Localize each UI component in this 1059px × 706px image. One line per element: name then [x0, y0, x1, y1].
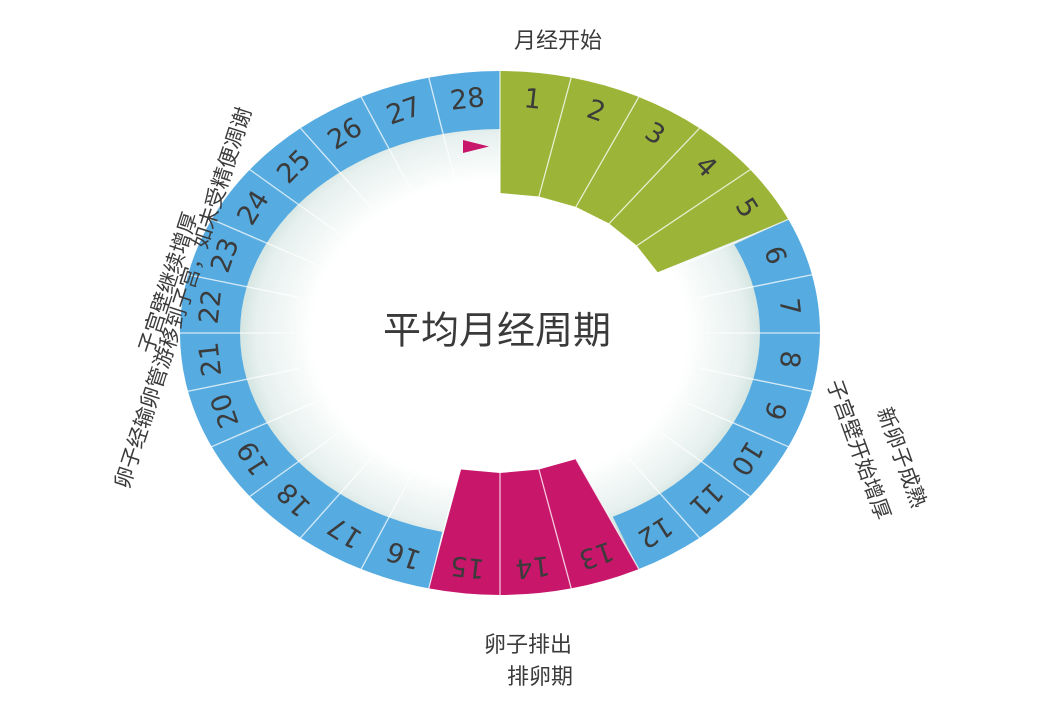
- cycle-start-marker-icon: [463, 140, 489, 153]
- segment-divider: [211, 401, 316, 448]
- day-label-15: 15: [449, 549, 487, 584]
- segment-divider: [575, 458, 640, 570]
- day-segment-9: [734, 378, 812, 447]
- day-segments: [180, 71, 820, 589]
- segment-dividers: [180, 71, 820, 595]
- segment-divider: [636, 169, 751, 247]
- segment-divider: [249, 169, 341, 235]
- day-segment-25: [249, 128, 338, 206]
- day-segment-26: [300, 96, 388, 174]
- day-segment-15-ovulation: [428, 469, 500, 595]
- segment-divider: [428, 77, 456, 179]
- day-segment-4-menstruation: [609, 128, 751, 246]
- segment-divider: [684, 401, 789, 448]
- day-segment-6: [734, 219, 812, 288]
- day-segment-13-ovulation: [538, 459, 639, 589]
- annotation-follicular-line2: 子宫壁开始增厚: [822, 376, 895, 522]
- segment-divider: [575, 96, 640, 208]
- day-segment-20: [188, 378, 266, 447]
- day-segment-22: [180, 274, 247, 333]
- segment-divider: [538, 77, 572, 197]
- segment-divider: [608, 127, 700, 224]
- day-segment-23: [188, 219, 266, 288]
- day-label-21: 21: [194, 341, 229, 379]
- segment-divider: [699, 274, 813, 299]
- segment-divider: [699, 367, 813, 392]
- day-segment-21: [180, 333, 247, 392]
- segment-divider: [187, 274, 301, 299]
- segment-divider: [428, 487, 456, 589]
- day-label-14: 14: [514, 549, 552, 584]
- phase-wedges: [428, 71, 789, 595]
- annotation-menstruation-start: 月经开始: [514, 29, 602, 54]
- day-segment-10: [703, 421, 789, 497]
- segment-divider: [187, 367, 301, 392]
- segment-divider: [627, 456, 701, 539]
- segment-divider: [360, 475, 412, 570]
- segment-divider: [659, 431, 751, 497]
- day-label-22: 22: [194, 288, 229, 326]
- segment-divider: [360, 96, 412, 191]
- segment-divider: [684, 218, 789, 265]
- annotation-ovulation-line2: 排卵期: [507, 665, 573, 690]
- day-segment-19: [211, 421, 297, 497]
- center-title: 平均月经周期: [383, 309, 611, 353]
- day-segment-3-menstruation: [575, 96, 700, 224]
- day-segment-7: [753, 274, 820, 333]
- day-label-8: 8: [773, 349, 806, 370]
- segment-divider: [299, 456, 373, 539]
- day-label-7: 7: [773, 296, 806, 317]
- day-segment-17: [300, 492, 388, 570]
- day-segment-1-menstruation: [500, 71, 572, 197]
- day-segment-28: [428, 71, 500, 135]
- day-label-1: 1: [522, 83, 543, 116]
- day-label-28: 28: [449, 82, 487, 117]
- day-segment-27: [361, 77, 443, 150]
- day-segment-18: [249, 460, 338, 538]
- annotation-ovulation-line1: 卵子排出: [484, 633, 572, 658]
- day-segment-8: [753, 333, 820, 392]
- segment-divider: [538, 469, 572, 589]
- segment-divider: [299, 127, 373, 210]
- day-segment-12: [612, 492, 700, 570]
- day-segment-5-menstruation: [636, 169, 789, 273]
- day-segment-16: [361, 516, 443, 589]
- segment-divider: [249, 431, 341, 497]
- day-segment-2-menstruation: [538, 77, 639, 207]
- segment-divider: [211, 218, 316, 265]
- day-segment-11: [662, 460, 751, 538]
- day-segment-24: [211, 169, 297, 245]
- day-segment-14-ovulation: [500, 469, 572, 595]
